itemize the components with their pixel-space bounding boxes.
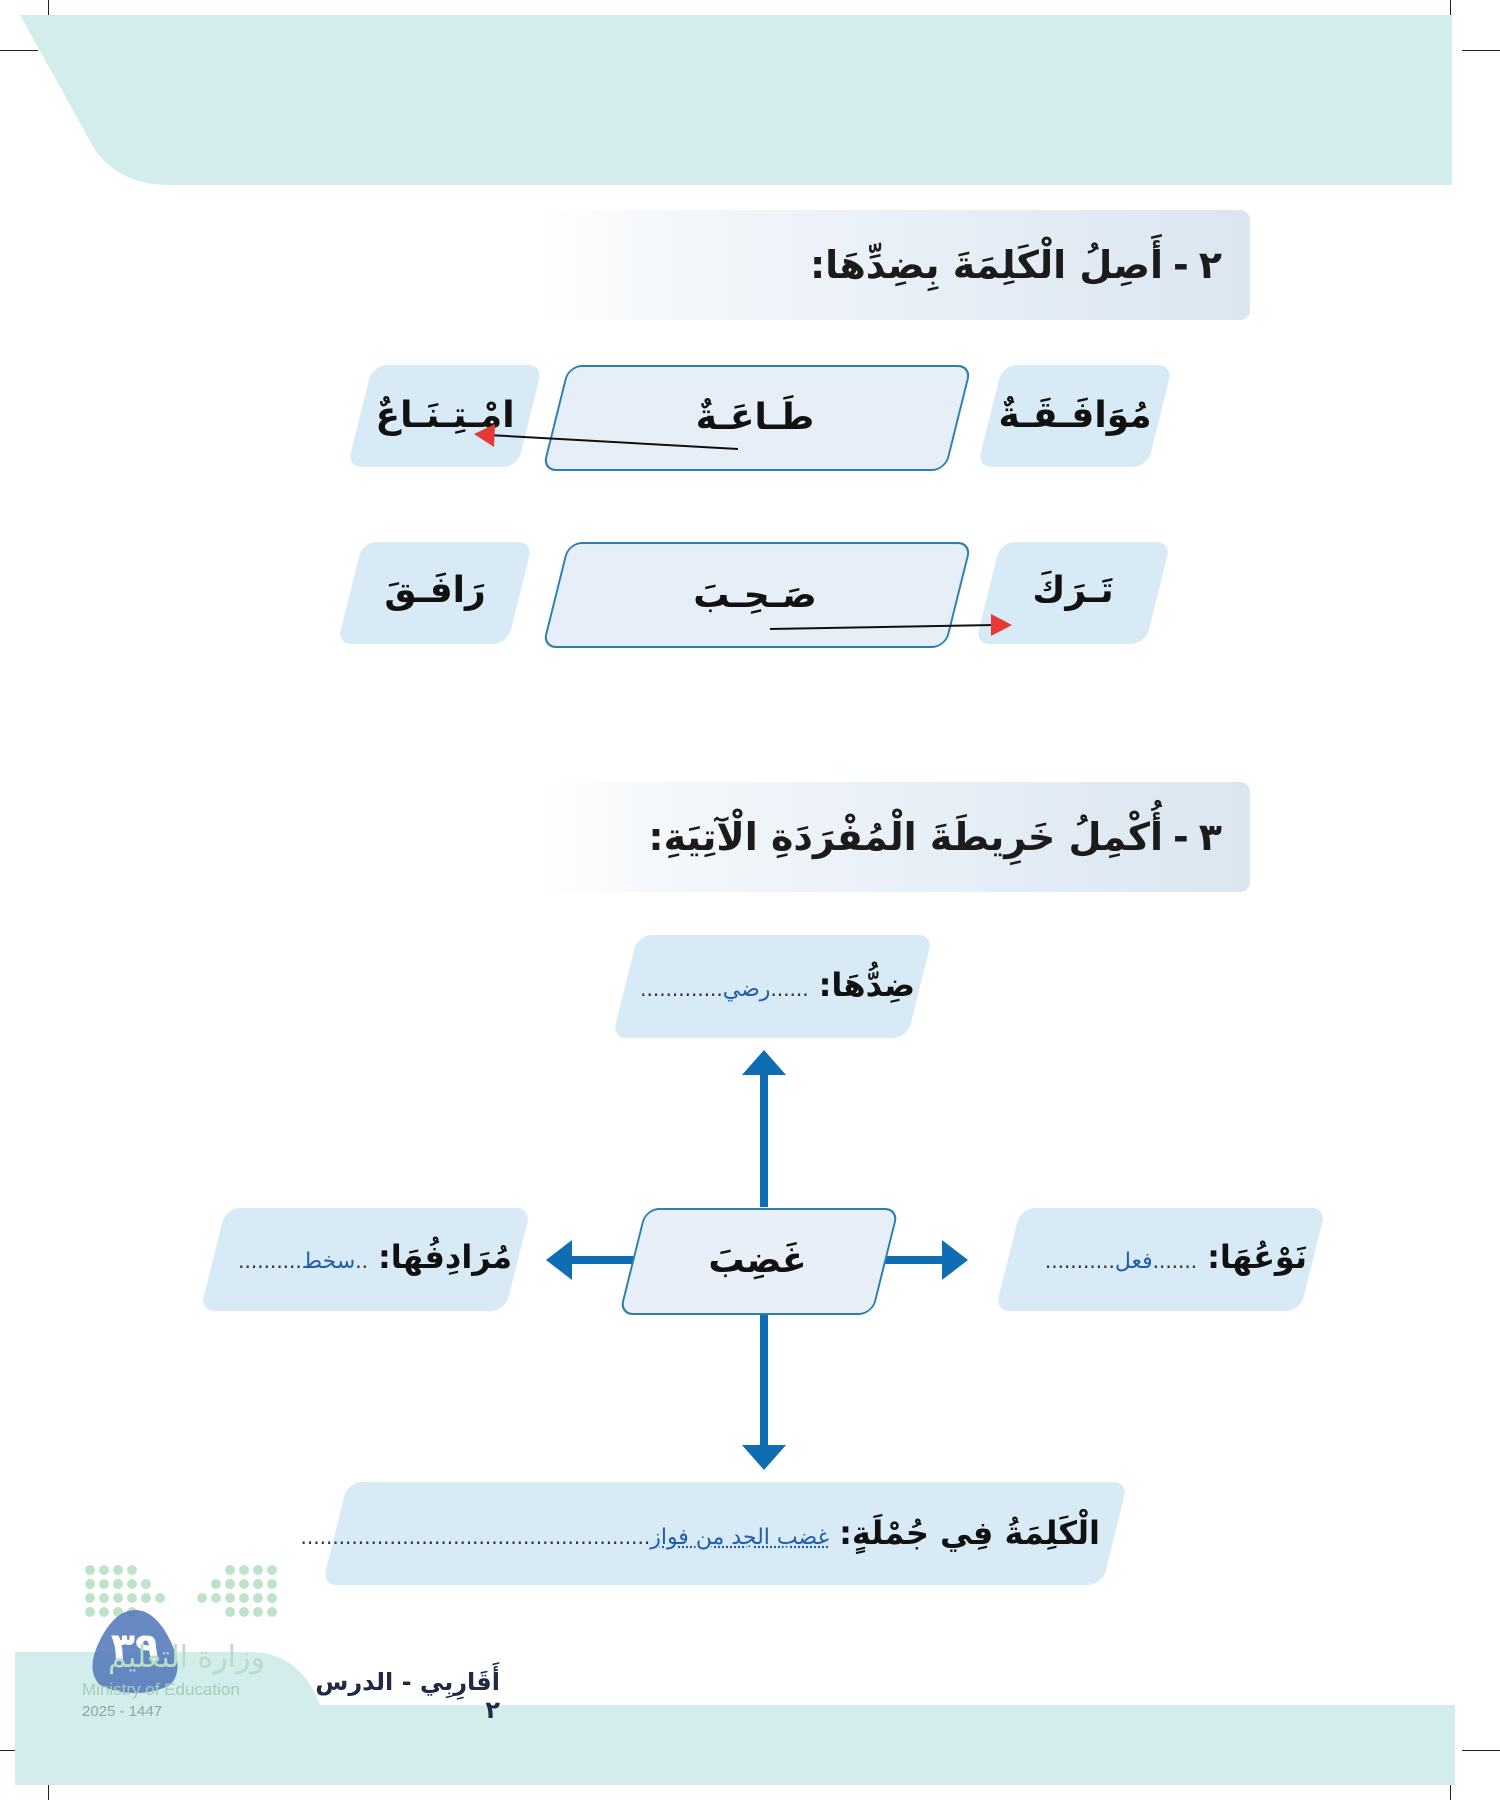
page-number-badge: [92, 1610, 178, 1693]
opposite-label: ضِدُّهَا:: [818, 966, 915, 1004]
opposite-answer: رضي: [722, 977, 771, 1002]
q3-header: ٣ - أُكْمِلُ خَرِيطَةَ الْمُفْرَدَةِ الْ…: [540, 782, 1250, 892]
arrow-head-red: [474, 424, 495, 447]
synonym-answer: سخط: [301, 1249, 356, 1274]
match-line-2: [769, 624, 996, 630]
sentence-answer: غضب الجد من فواز: [650, 1525, 830, 1550]
type-label: نَوْعُهَا:: [1207, 1238, 1307, 1276]
sentence-line[interactable]: الْكَلِمَةُ فِي جُمْلَةٍ: غضب الجد من فو…: [300, 1514, 1100, 1552]
arrow-down-head: [742, 1445, 786, 1470]
arrow-up-head: [742, 1050, 786, 1075]
q2-header: ٢ - أَصِلُ الْكَلِمَةَ بِضِدِّهَا:: [540, 210, 1250, 320]
ministry-name-ar: وزارة التعليم: [107, 1640, 265, 1675]
edition-year: 2025 - 1447: [82, 1703, 163, 1720]
synonym-line[interactable]: مُرَادِفُهَا: ..سخط..........: [238, 1238, 512, 1276]
crop-mark: [1462, 50, 1500, 51]
type-line[interactable]: نَوْعُهَا: .......فعل...........: [1044, 1238, 1307, 1276]
q3-title: أُكْمِلُ خَرِيطَةَ الْمُفْرَدَةِ الْآتِي…: [648, 815, 1164, 859]
word-center-2: صَـحِـبَ: [693, 574, 817, 616]
word-center-1: طَـاعَـةٌ: [695, 396, 815, 438]
match-line-1: [487, 434, 739, 450]
opposite-line[interactable]: ضِدُّهَا: ......رضي.............: [640, 966, 915, 1004]
option-right-1: مُوَافَـقَـةٌ: [998, 394, 1152, 436]
q3-number: ٣: [1198, 815, 1222, 859]
match-arrows: [474, 424, 1012, 636]
bottom-decorative-band: [15, 1652, 1455, 1785]
arrow-head-red: [991, 614, 1012, 636]
center-word: غَضِبَ: [708, 1240, 807, 1281]
arrow-right-head: [942, 1240, 968, 1280]
sentence-label: الْكَلِمَةُ فِي جُمْلَةٍ:: [839, 1514, 1100, 1552]
crop-mark: [1462, 1750, 1500, 1751]
ministry-name-en: Ministry of Education: [82, 1680, 240, 1699]
crop-mark: [0, 50, 38, 51]
q2-number: ٢: [1198, 243, 1222, 287]
top-decorative-band: [20, 15, 1452, 185]
option-right-2: تَـرَكَ: [1032, 569, 1114, 611]
ministry-logo-icon: [85, 1565, 277, 1617]
type-answer: فعل: [1114, 1249, 1153, 1274]
option-left-2: رَافَـقَ: [384, 569, 486, 611]
synonym-label: مُرَادِفُهَا:: [378, 1238, 512, 1276]
arrow-left-head: [546, 1240, 572, 1280]
q2-title: أَصِلُ الْكَلِمَةَ بِضِدِّهَا:: [809, 243, 1164, 287]
lesson-footer: أَقَارِبِي - الدرس ٢: [315, 1668, 500, 1724]
page-number: ٣٩: [110, 1625, 160, 1671]
